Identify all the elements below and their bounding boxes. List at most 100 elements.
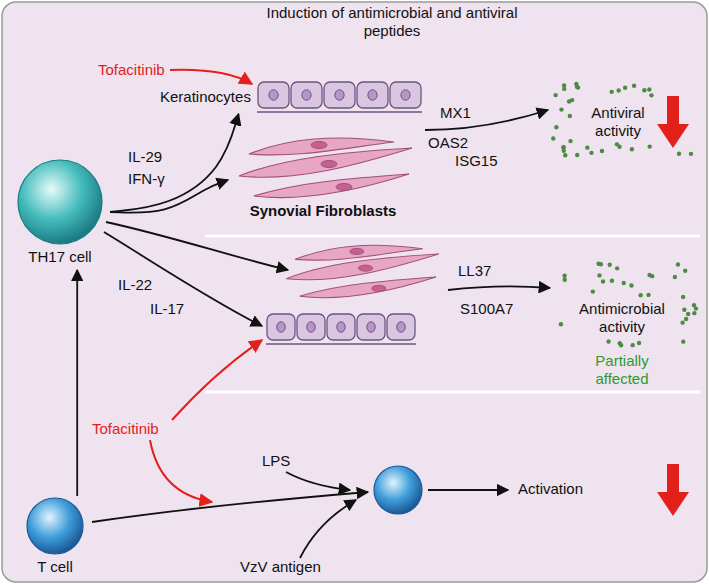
peptide-dot — [561, 145, 565, 149]
peptide-dot — [677, 152, 681, 156]
arrow — [106, 222, 288, 270]
peptide-dot — [600, 149, 604, 153]
cytokine-label: IL-17 — [150, 300, 184, 318]
peptide-dot — [561, 145, 565, 149]
fibroblast-cell — [254, 174, 409, 198]
stimulus-label: LPS — [262, 452, 290, 470]
cell-nucleus — [307, 322, 315, 332]
stimulus-label: VzV antigen — [240, 558, 321, 576]
peptide-dot — [610, 90, 614, 94]
cell-shape — [10, 158, 110, 246]
peptide-dot — [562, 87, 566, 91]
decrease-arrow — [657, 464, 689, 516]
peptide-dot — [637, 341, 641, 345]
cell-nucleus — [367, 322, 375, 332]
drug-label: Tofacitinib — [98, 61, 165, 79]
keratinocyte-layer: Keratinocytes — [160, 80, 422, 114]
peptide-dot — [617, 145, 621, 149]
peptide-dot — [630, 147, 634, 151]
peptide-dot — [563, 277, 567, 281]
peptide-dot — [648, 144, 652, 148]
peptide-dot — [615, 266, 619, 270]
peptide-dot — [554, 125, 558, 129]
cell-body — [18, 160, 102, 244]
cell-nucleus — [372, 285, 386, 291]
figure-title: Induction of antimicrobial and antiviral… — [262, 4, 522, 40]
cell-nucleus — [337, 322, 345, 332]
peptide-dot — [568, 114, 572, 118]
cell-nucleus — [401, 90, 410, 100]
peptide-dot — [692, 311, 696, 315]
gene-label: LL37 — [458, 262, 491, 280]
decrease-arrow — [657, 96, 689, 148]
t-cell: T cell — [18, 496, 92, 580]
peptide-dot — [638, 293, 642, 297]
inhibition-arrow — [172, 340, 262, 420]
keratinocyte-row — [257, 80, 422, 114]
keratinocyte-cell — [357, 314, 385, 340]
peptide-dot — [619, 343, 623, 347]
keratinocyte-layer — [266, 314, 416, 344]
separator-line — [205, 235, 700, 238]
cell-shape — [18, 496, 92, 556]
activated-t-cell — [374, 466, 422, 514]
inhibition-arrow — [170, 70, 252, 84]
peptide-dot — [673, 275, 677, 279]
cytokine-label: IL-29 — [128, 148, 162, 166]
cell-nucleus — [321, 161, 337, 168]
peptide-dot — [568, 139, 572, 143]
cell-nucleus — [302, 90, 311, 100]
arrow — [286, 472, 350, 490]
inhibition-arrow — [150, 440, 212, 502]
peptide-dot — [676, 262, 680, 266]
peptide-dot — [649, 93, 653, 97]
fibroblast-cell — [286, 254, 438, 280]
cell-nucleus — [277, 322, 285, 332]
effect-label: Antimicrobial activity — [567, 300, 677, 336]
keratinocyte-cell — [390, 82, 421, 108]
peptide-dot — [570, 98, 574, 102]
keratinocyte-cell — [258, 82, 289, 108]
keratinocyte-cell — [267, 314, 295, 340]
cell-nucleus — [359, 265, 373, 271]
keratinocyte-cell — [324, 82, 355, 108]
arrow — [104, 232, 262, 326]
peptide-dot — [622, 281, 626, 285]
peptide-dot — [591, 289, 595, 293]
keratinocyte-cell — [291, 82, 322, 108]
peptide-dot — [647, 87, 651, 91]
peptide-dot — [599, 262, 603, 266]
peptide-dot — [559, 322, 563, 326]
peptide-dot — [601, 279, 605, 283]
th17-cell: TH17 cell — [10, 158, 110, 270]
arrow — [428, 489, 508, 491]
gene-label: S100A7 — [460, 300, 513, 318]
effect-note: Partially affected — [572, 352, 672, 388]
node-label: Synovial Fibroblasts — [228, 202, 418, 220]
fibroblast-shape — [228, 130, 413, 202]
peptide-dot — [682, 308, 686, 312]
keratinocyte-cell — [297, 314, 325, 340]
fibroblast-cell — [239, 148, 412, 177]
cell-nucleus — [335, 90, 344, 100]
drug-label: Tofacitinib — [92, 420, 159, 438]
peptide-dot — [689, 152, 693, 156]
gene-label: OAS2 — [428, 134, 468, 152]
basement-membrane — [266, 343, 416, 345]
peptide-dot — [623, 86, 627, 90]
peptide-dot — [610, 279, 614, 283]
gene-label: MX1 — [440, 104, 471, 122]
peptide-dot — [681, 295, 685, 299]
peptide-dot — [686, 312, 690, 316]
cytokine-label: IFN-γ — [128, 170, 165, 188]
signal-arrow — [110, 180, 228, 213]
peptide-dot — [681, 339, 685, 343]
peptide-dot — [632, 84, 636, 88]
peptide-dot — [650, 274, 654, 278]
peptide-dots — [551, 82, 698, 348]
peptide-dot — [629, 283, 633, 287]
keratinocyte-cell — [387, 314, 415, 340]
peptide-dot — [585, 145, 589, 149]
peptide-dot — [606, 339, 610, 343]
